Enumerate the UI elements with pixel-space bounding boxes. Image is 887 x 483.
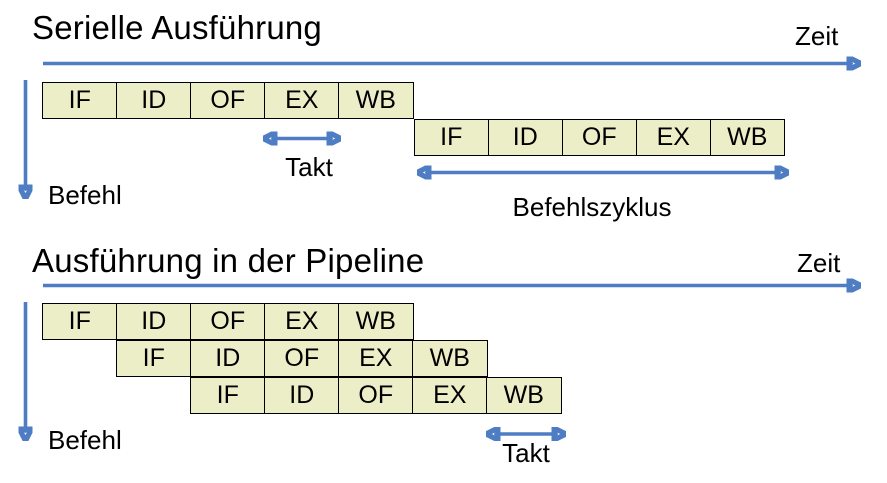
- serial-instruction-2-row: IF ID OF EX WB: [413, 119, 785, 156]
- stage-cell: EX: [412, 377, 488, 414]
- stage-cell: IF: [413, 119, 489, 156]
- stage-cell: IF: [42, 82, 118, 119]
- serial-section-title: Serielle Ausführung: [32, 9, 322, 46]
- pipeline-instruction-2-row: IF ID OF EX WB: [116, 340, 488, 377]
- stage-cell: OF: [190, 82, 266, 119]
- stage-cell: ID: [190, 340, 266, 377]
- instruction-cycle-label: Befehlszyklus: [512, 192, 672, 222]
- serial-time-axis-label: Zeit: [795, 21, 839, 51]
- stage-cell: ID: [116, 303, 192, 340]
- stage-cell: EX: [264, 303, 340, 340]
- stage-cell: EX: [635, 119, 711, 156]
- pipeline-instruction-axis-label: Befehl: [48, 425, 122, 455]
- stage-cell: OF: [190, 303, 266, 340]
- stage-cell: ID: [487, 119, 563, 156]
- stage-cell: OF: [264, 340, 340, 377]
- stage-cell: WB: [486, 377, 562, 414]
- serial-instruction-1-row: IF ID OF EX WB: [42, 82, 414, 119]
- pipeline-instruction-1-row: IF ID OF EX WB: [42, 303, 414, 340]
- stage-cell: EX: [264, 82, 340, 119]
- serial-instruction-axis-label: Befehl: [48, 180, 122, 210]
- stage-cell: ID: [116, 82, 192, 119]
- stage-cell: IF: [42, 303, 118, 340]
- stage-cell: WB: [338, 82, 414, 119]
- stage-cell: WB: [412, 340, 488, 377]
- stage-cell: OF: [338, 377, 414, 414]
- stage-cell: OF: [561, 119, 637, 156]
- stage-cell: IF: [116, 340, 192, 377]
- stage-cell: EX: [338, 340, 414, 377]
- stage-cell: WB: [338, 303, 414, 340]
- pipeline-time-axis-label: Zeit: [797, 248, 841, 278]
- pipeline-section-title: Ausführung in der Pipeline: [32, 242, 425, 279]
- pipeline-instruction-3-row: IF ID OF EX WB: [190, 377, 562, 414]
- stage-cell: ID: [264, 377, 340, 414]
- serial-clock-label: Takt: [285, 152, 333, 182]
- stage-cell: WB: [709, 119, 785, 156]
- pipeline-clock-label: Takt: [502, 438, 550, 468]
- stage-cell: IF: [190, 377, 266, 414]
